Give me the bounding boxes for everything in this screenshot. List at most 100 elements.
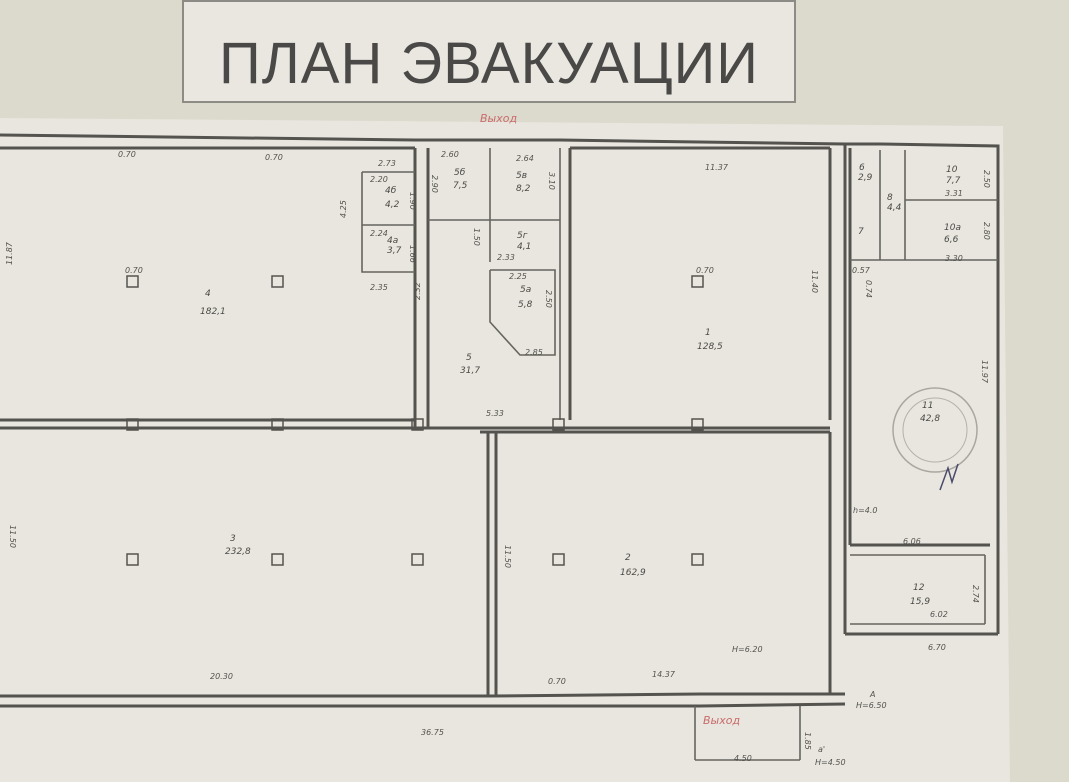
page-title: ПЛАН ЭВАКУАЦИИ	[219, 31, 759, 96]
room-number: 12	[913, 583, 925, 593]
room-area: 4,4	[887, 203, 902, 213]
room-area: 128,5	[697, 342, 723, 352]
dimension-label: 2.85	[525, 348, 543, 357]
dimension-label: 3.10	[547, 172, 556, 190]
column	[271, 275, 284, 288]
room-number: 7	[858, 227, 864, 237]
room-number: 5г	[517, 231, 528, 241]
column	[126, 553, 139, 566]
columns	[126, 275, 704, 566]
outer-walls	[0, 133, 1000, 708]
dimension-label: 1.66	[408, 245, 417, 263]
dimension-label: 14.37	[652, 670, 676, 679]
dimension-label: 11.97	[980, 360, 989, 384]
section-label: A	[869, 690, 875, 699]
room-area: 4,2	[385, 200, 400, 210]
column	[411, 553, 424, 566]
dimension-label: 2.24	[370, 229, 388, 238]
dimension-label: 4.25	[339, 200, 348, 218]
dimension-label: 0.70	[118, 150, 136, 159]
column	[552, 418, 565, 431]
dimension-label: 2.50	[982, 170, 991, 188]
room-area: 15,9	[910, 597, 930, 607]
room-area: 31,7	[460, 366, 480, 376]
column	[691, 275, 704, 288]
dimension-label: 6.02	[930, 610, 948, 619]
room-area: 3,7	[387, 246, 402, 256]
room-number: 4б	[385, 186, 397, 196]
room-number: 5	[466, 353, 472, 363]
dimension-label: 3.31	[945, 189, 963, 198]
dimension-label: 2.74	[971, 585, 980, 603]
section-label: a'	[818, 745, 825, 754]
room-number: 2	[625, 553, 631, 563]
dimension-label: 1.90	[408, 192, 417, 210]
room-number: 5а	[520, 285, 531, 295]
dimension-label: 3.30	[945, 254, 963, 263]
stamp-seal	[892, 387, 978, 491]
dimension-label: 0.70	[265, 153, 283, 162]
room-number: 10	[946, 165, 958, 175]
dimension-label: 1.50	[472, 228, 481, 246]
dimension-label: 6.70	[928, 643, 946, 652]
room-area: 8,2	[516, 184, 531, 194]
room-area: 7,5	[453, 181, 468, 191]
room-number: 5б	[454, 168, 466, 178]
interior-walls	[0, 146, 998, 761]
dimension-label: 0.70	[696, 266, 714, 275]
column	[126, 418, 139, 431]
title-banner: ПЛАН ЭВАКУАЦИИ	[182, 0, 796, 103]
room-number: 6	[859, 163, 865, 173]
dimension-label: 5.33	[486, 409, 504, 418]
exit-label-bottom: Выход	[703, 714, 740, 727]
dimension-label: 0.74	[864, 280, 873, 298]
dimension-label: 11.50	[8, 525, 17, 548]
dimension-labels: 0.70 0.70 0.70 0.70 0.70 2.60 2.64 11.37…	[5, 150, 991, 767]
room-labels: 4 182,1 3 232,8 5 31,7 1 128,5 2 162,9 1…	[200, 163, 961, 607]
dimension-label: 0.57	[852, 266, 871, 275]
dimension-label: 2.64	[516, 154, 534, 163]
room-area: 42,8	[920, 414, 940, 424]
dimension-label: 11.40	[810, 270, 819, 293]
room-area: 2,9	[858, 173, 873, 183]
column	[411, 418, 424, 431]
dimension-label: 36.75	[421, 728, 444, 737]
room-number: 8	[887, 193, 893, 203]
room-number: 4а	[387, 236, 398, 246]
column	[552, 553, 565, 566]
room-area: 232,8	[225, 547, 251, 557]
dimension-label: 0.70	[548, 677, 566, 686]
dimension-label: 11.50	[503, 545, 512, 568]
dimension-label: 20.30	[210, 672, 233, 681]
dimension-label: 2.35	[370, 283, 388, 292]
exit-label-top: Выход	[480, 112, 517, 125]
height-label: H=6.50	[856, 701, 887, 710]
dimension-label: 2.60	[441, 150, 459, 159]
dimension-label: 1.85	[803, 732, 812, 750]
column	[271, 553, 284, 566]
column	[691, 418, 704, 431]
column	[126, 275, 139, 288]
room-number: 4	[205, 289, 211, 299]
dimension-label: 0.70	[125, 266, 143, 275]
room-area: 6,6	[944, 235, 959, 245]
column	[691, 553, 704, 566]
dimension-label: 2.32	[413, 282, 422, 300]
dimension-label: 11.87	[5, 241, 14, 265]
height-label: h=4.0	[853, 506, 878, 515]
dimension-label: 6.06	[903, 537, 921, 546]
height-label: H=4.50	[815, 758, 846, 767]
room-area: 4,1	[517, 242, 531, 252]
dimension-label: 2.90	[430, 175, 439, 193]
room-area: 7,7	[946, 176, 961, 186]
dimension-label: 4.50	[734, 754, 752, 763]
dimension-label: 2.33	[497, 253, 515, 262]
room-number: 10а	[944, 223, 961, 233]
room-number: 5в	[516, 171, 527, 181]
height-label: H=6.20	[732, 645, 763, 654]
dimension-label: 11.37	[705, 163, 729, 172]
room-number: 11	[922, 401, 933, 411]
column	[271, 418, 284, 431]
